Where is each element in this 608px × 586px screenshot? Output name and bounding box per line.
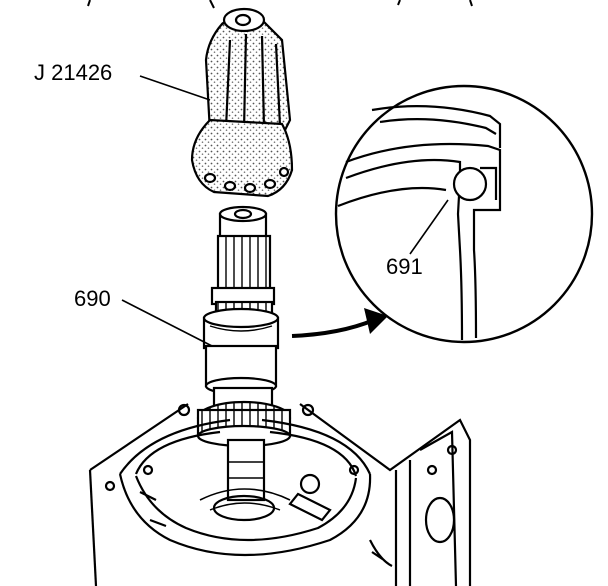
part-690-leader-line: [121, 299, 213, 347]
detail-arrow: [291, 308, 388, 338]
part-690-label: 690: [74, 286, 111, 311]
tool-leader-line: [139, 75, 211, 101]
part-691-label: 691: [386, 254, 423, 279]
bearing-690: [202, 307, 280, 396]
top-edge-fragments: [87, 0, 473, 9]
input-shaft: [210, 205, 276, 332]
installer-tool: [190, 7, 294, 198]
part-691-leader-line: [409, 199, 449, 255]
tool-label: J 21426: [34, 60, 113, 85]
detail-inset-contents: [337, 105, 502, 341]
main-drive-gear: [196, 386, 292, 502]
transmission-case: [88, 403, 472, 586]
detail-inset: [334, 84, 594, 344]
